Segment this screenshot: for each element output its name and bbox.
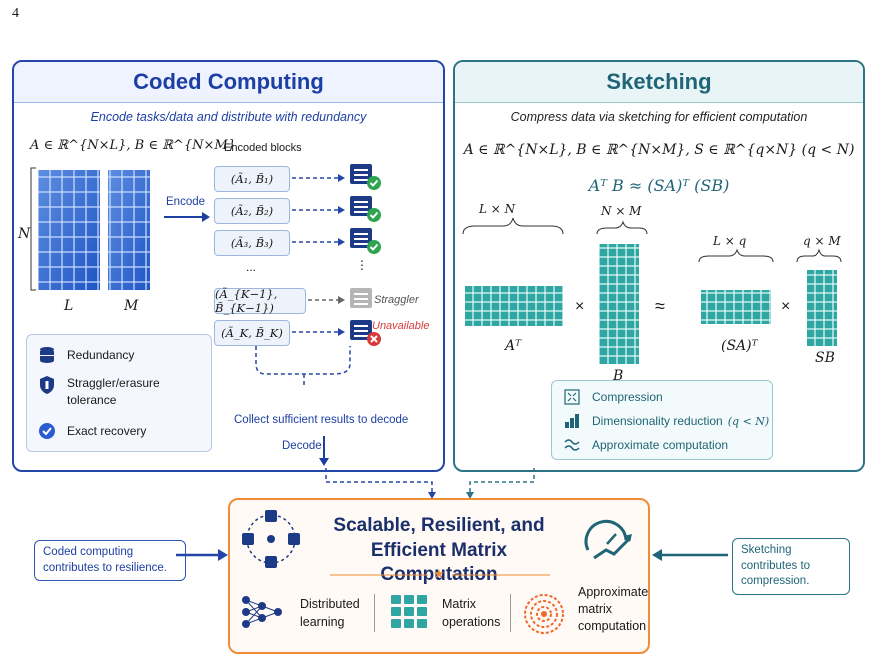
dim-sat: L × q	[713, 234, 747, 248]
encoded-block-3: (Ã₃, B̃₃)	[214, 230, 290, 256]
network-hub-icon	[242, 510, 300, 568]
encoded-block-1: (Ã₁, B̃₁)	[214, 166, 290, 192]
database-icon	[37, 345, 57, 365]
approx-equation: Aᵀ B ≈ (SA)ᵀ (SB)	[588, 176, 730, 195]
grid-icon	[391, 595, 427, 628]
dim-sb: q × M	[803, 234, 841, 248]
server-vertical-dots: ⋮	[356, 258, 368, 272]
matrix-at	[465, 286, 563, 326]
decode-arrow	[319, 436, 329, 466]
encode-label: Encode	[166, 196, 206, 208]
times-sign: ×	[575, 298, 585, 315]
sketching-title: Sketching	[455, 62, 863, 103]
dim-b: N × M	[601, 204, 642, 218]
sketching-subtitle: Compress data via sketching for efficien…	[510, 110, 808, 124]
speedometer-icon	[584, 519, 632, 560]
name-b: B	[613, 368, 624, 384]
collect-label: Collect sufficient results to decode	[234, 414, 409, 426]
server-straggler-icon	[350, 288, 372, 308]
straggler-label: Straggler	[374, 294, 419, 306]
dispatch-arrows	[292, 174, 345, 336]
name-sat: (SA)ᵀ	[721, 338, 758, 354]
sketch-matrices	[462, 217, 842, 364]
label-m: M	[124, 298, 139, 314]
shield-icon	[37, 375, 57, 395]
legend-item-dimensionality-reduction: Dimensionality reduction (q < N)	[562, 411, 769, 431]
server-ok-icon	[350, 228, 381, 254]
coded-computing-panel: Coded Computing Encode tasks/data and di…	[12, 60, 445, 472]
check-circle-icon	[37, 421, 57, 441]
coded-computing-title: Coded Computing	[14, 62, 443, 103]
server-unavailable-icon	[350, 320, 381, 346]
page-number: 4	[12, 6, 19, 21]
divider	[374, 594, 375, 632]
approx-icon	[562, 435, 582, 455]
matrix-sat	[701, 290, 771, 324]
sketching-legend: Compression Dimensionality reduction (q …	[551, 380, 773, 460]
legend-item-compression: Compression	[562, 387, 663, 407]
sketching-panel: Sketching Compress data via sketching fo…	[453, 60, 865, 472]
matrix-illustration	[30, 167, 150, 291]
panel-connectors	[325, 468, 535, 499]
encode-arrow	[164, 212, 210, 222]
sketching-matrices-definition: A ∈ ℝ^{N×L}, B ∈ ℝ^{N×M}, S ∈ ℝ^{q×N} (q…	[463, 142, 855, 158]
item-distributed-learning: Distributed learning	[300, 597, 360, 629]
right-note-arrow	[652, 549, 728, 561]
encoded-block-k: (Ã_K, B̃_K)	[214, 320, 290, 346]
item-matrix-operations: Matrix operations	[442, 597, 501, 629]
blocks-ellipsis: ...	[246, 260, 257, 274]
encoded-block-k-1: (Ã_{K−1}, B̃_{K−1})	[214, 287, 306, 315]
name-at: Aᵀ	[505, 338, 521, 354]
matrix-sb	[807, 270, 837, 346]
coded-computing-legend: Redundancy Straggler/erasure tolerance E…	[26, 334, 212, 452]
server-ok-icon	[350, 196, 381, 222]
dim-at: L × N	[479, 202, 516, 216]
label-n: N	[18, 226, 31, 242]
summary-title: Scalable, Resilient, and Efficient Matri…	[310, 514, 568, 588]
encoded-blocks-label: Encoded blocks	[224, 142, 302, 154]
neural-network-icon	[242, 596, 282, 628]
left-note-arrow	[176, 549, 228, 561]
legend-item-straggler-tolerance: Straggler/erasure tolerance	[37, 375, 177, 409]
legend-item-approximate-computation: Approximate computation	[562, 435, 728, 455]
collect-path	[255, 346, 351, 388]
right-note: Sketching contributes to compression.	[732, 538, 850, 595]
unavailable-label: Unavailable	[372, 320, 430, 332]
divider-line	[330, 574, 550, 576]
summary-title-line2: Efficient Matrix Computation	[370, 539, 508, 586]
server-ok-icon	[350, 164, 381, 190]
label-l: L	[64, 298, 74, 314]
encoded-block-2: (Ã₂, B̃₂)	[214, 198, 290, 224]
approx-sign: ≈	[655, 296, 665, 316]
matrices-definition: A ∈ ℝ^{N×L}, B ∈ ℝ^{N×M}	[30, 138, 236, 153]
decode-label: Decode	[282, 440, 322, 452]
matrix-b-sketch	[599, 244, 639, 364]
summary-title-line1: Scalable, Resilient, and	[333, 515, 545, 536]
times-sign: ×	[781, 298, 791, 315]
legend-item-redundancy: Redundancy	[37, 345, 134, 365]
item-approximate-matrix-computation: Approximate matrix computation	[578, 585, 649, 633]
legend-item-exact-recovery: Exact recovery	[37, 421, 146, 441]
left-note: Coded computing contributes to resilienc…	[34, 540, 186, 582]
star-icon: ★	[433, 566, 445, 581]
coded-computing-subtitle: Encode tasks/data and distribute with re…	[90, 110, 367, 124]
divider	[510, 594, 511, 632]
target-icon	[524, 594, 564, 634]
name-sb: SB	[815, 350, 835, 366]
summary-panel: Scalable, Resilient, and Efficient Matri…	[228, 498, 650, 654]
compress-icon	[562, 387, 582, 407]
bar-chart-icon	[562, 411, 582, 431]
